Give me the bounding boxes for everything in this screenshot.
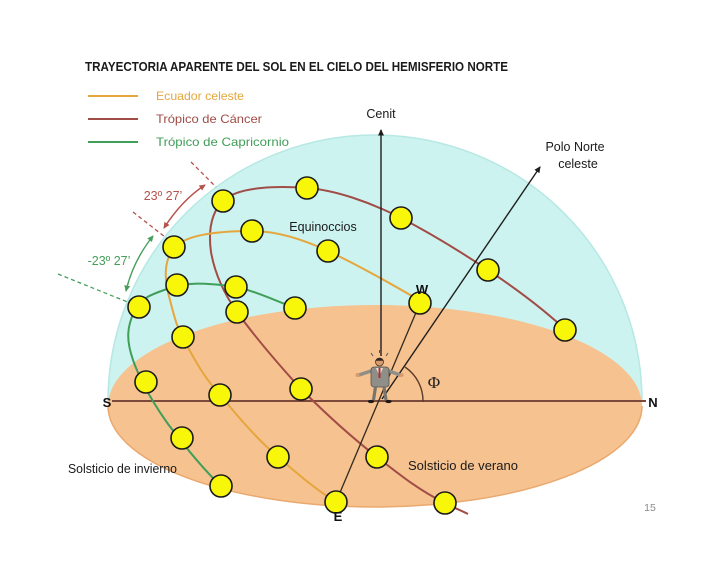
polo-norte-label-line2: celeste: [558, 157, 598, 171]
sun-marker: [171, 325, 195, 349]
slide-title: TRAYECTORIA APARENTE DEL SOL EN EL CIELO…: [85, 59, 508, 74]
sun-marker: [134, 370, 158, 394]
cancer-angle-arrow: [163, 184, 206, 229]
capricorn-angle-label: -23º 27’: [88, 254, 131, 268]
sun-marker: [553, 318, 577, 342]
sun-marker: [209, 474, 233, 498]
sun-marker: [365, 445, 389, 469]
capricorn-suns: [127, 273, 307, 498]
phi-label: Φ: [428, 373, 440, 392]
south-point-label: S: [103, 395, 112, 410]
solsticio-invierno-label: Solsticio de invierno: [68, 462, 177, 476]
sun-marker: [324, 490, 348, 514]
sun-marker: [476, 258, 500, 282]
polar-axis-arrow: [381, 166, 541, 400]
east-west-line: [335, 302, 421, 503]
sun-marker: [208, 383, 232, 407]
legend-label-cancer: Trópico de Cáncer: [156, 112, 262, 126]
legend-label-capricornio: Trópico de Capricornio: [156, 135, 289, 149]
sun-marker: [162, 235, 186, 259]
sun-marker: [170, 426, 194, 450]
capricorn-extension-dashed-line: [57, 273, 131, 304]
cancer-suns: [211, 176, 577, 515]
sun-marker: [433, 491, 457, 515]
north-point-label: N: [648, 395, 657, 410]
observer-figure: [355, 350, 404, 404]
sun-marker: [289, 377, 313, 401]
sun-marker: [266, 445, 290, 469]
cancer-extension-dashed-line: [190, 161, 217, 188]
solsticio-verano-label: Solsticio de verano: [408, 459, 518, 473]
equinoccios-label: Equinoccios: [289, 220, 356, 234]
sun-marker: [389, 206, 413, 230]
sun-marker: [295, 176, 319, 200]
page-number: 15: [644, 502, 656, 514]
ground-edge: [107, 405, 643, 508]
ground-ellipse: [108, 305, 642, 507]
west-point-label: W: [416, 282, 429, 297]
equator-suns: [162, 219, 432, 514]
sun-marker: [224, 275, 248, 299]
phi-angle-arc: [404, 366, 424, 403]
legend-label-ecuador: Ecuador celeste: [156, 89, 244, 103]
cancer-angle-label: 23º 27’: [144, 189, 183, 203]
sun-marker: [283, 296, 307, 320]
cenit-label: Cenit: [366, 107, 396, 121]
sun-marker: [225, 300, 249, 324]
legend: Ecuador celeste Trópico de Cáncer Trópic…: [88, 89, 289, 149]
sun-marker: [240, 219, 264, 243]
sun-marker: [127, 295, 151, 319]
east-point-label: E: [334, 509, 343, 524]
sun-marker: [165, 273, 189, 297]
sun-marker: [316, 239, 340, 263]
capricorn-angle-arrow: [124, 235, 154, 292]
polo-norte-label-line1: Polo Norte: [545, 140, 604, 154]
sun-marker: [408, 291, 432, 315]
sun-marker: [211, 189, 235, 213]
